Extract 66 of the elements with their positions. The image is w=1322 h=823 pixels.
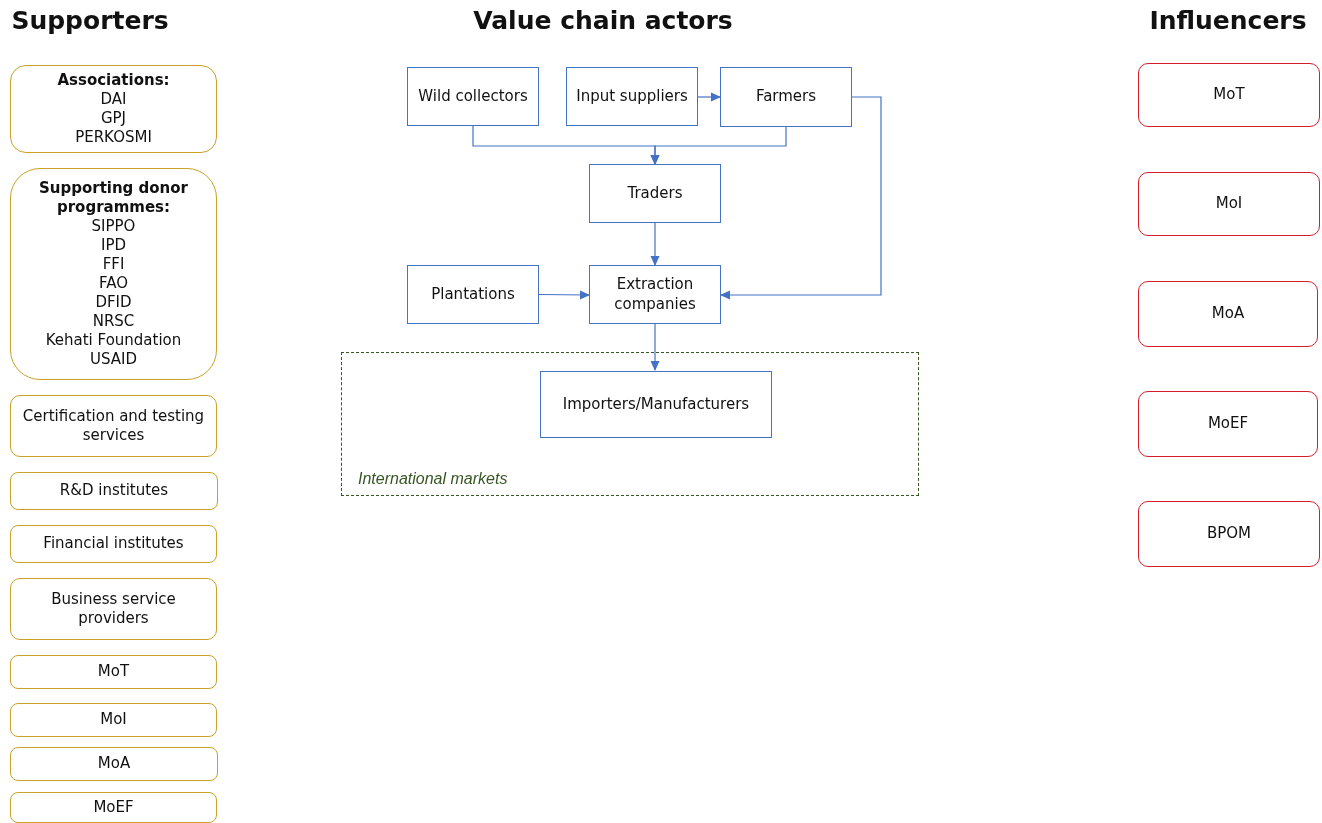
list-item: PERKOSMI (74, 128, 153, 148)
node-label: Plantations (430, 284, 516, 304)
influencer-box (1138, 172, 1320, 236)
supporter-box (10, 792, 217, 823)
influencer-box (1138, 391, 1318, 457)
list-item: IPD (100, 235, 127, 255)
column-heading: Supporters (11, 6, 169, 35)
list-item: DFID (94, 293, 133, 313)
zone-label: International markets (357, 468, 509, 489)
list-item: FAO (97, 274, 130, 294)
node-label: Importers/Manufacturers (561, 394, 751, 414)
list-item: FFI (101, 254, 126, 274)
node-label: MoI (99, 710, 128, 730)
arrow (650, 323, 660, 371)
arrow (538, 290, 590, 300)
actor-box (540, 371, 772, 438)
supporter-box (10, 703, 217, 737)
influencer-box (1138, 281, 1318, 347)
influencer-box (1138, 501, 1320, 567)
list-item: NRSC (91, 312, 136, 332)
node-label: MoA (96, 754, 132, 774)
group-heading: Supporting donor programmes: (37, 178, 189, 217)
node-label: Certification and testing services (21, 406, 206, 446)
node-label: MoA (1210, 304, 1246, 324)
supporter-box (10, 578, 217, 640)
supporter-box (10, 655, 217, 689)
node-label: Input suppliers (575, 86, 689, 106)
node-label: MoT (1212, 85, 1246, 105)
actor-box (566, 67, 698, 126)
actor-box (407, 265, 539, 324)
arrow (650, 222, 660, 266)
node-label: Extraction companies (613, 275, 697, 314)
node-label: BPOM (1205, 524, 1253, 544)
supporter-box (10, 65, 217, 153)
supporter-box (10, 168, 217, 380)
list-item: SIPPO (90, 216, 137, 236)
node-label: MoT (96, 662, 131, 682)
actor-box (407, 67, 539, 126)
node-label: MoEF (1206, 414, 1250, 434)
column-heading: Influencers (1149, 6, 1307, 35)
node-label: MoEF (92, 797, 135, 817)
arrow (697, 92, 721, 102)
supporter-box (10, 747, 218, 781)
node-label: Farmers (754, 87, 818, 107)
actor-box (589, 265, 721, 324)
node-label: Wild collectors (417, 86, 529, 106)
group-heading: Associations: (56, 70, 171, 90)
column-heading: Value chain actors (473, 6, 733, 35)
node-label: Traders (626, 183, 684, 203)
list-item: Kehati Foundation (44, 331, 183, 351)
list-item: GPJ (99, 109, 128, 129)
list-item: DAI (99, 89, 128, 109)
market-zone (341, 352, 919, 496)
supporter-box (10, 525, 217, 563)
list-item: USAID (89, 350, 138, 370)
arrow (720, 96, 882, 300)
node-label: MoI (1214, 194, 1244, 214)
node-label: Financial institutes (42, 534, 185, 554)
influencer-box (1138, 63, 1320, 127)
node-label: R&D institutes (58, 481, 170, 501)
actor-box (589, 164, 721, 223)
supporter-box (10, 395, 217, 457)
supporter-box (10, 472, 218, 510)
node-label: Business service providers (50, 589, 177, 629)
actor-box (720, 67, 852, 127)
arrow (650, 126, 787, 165)
